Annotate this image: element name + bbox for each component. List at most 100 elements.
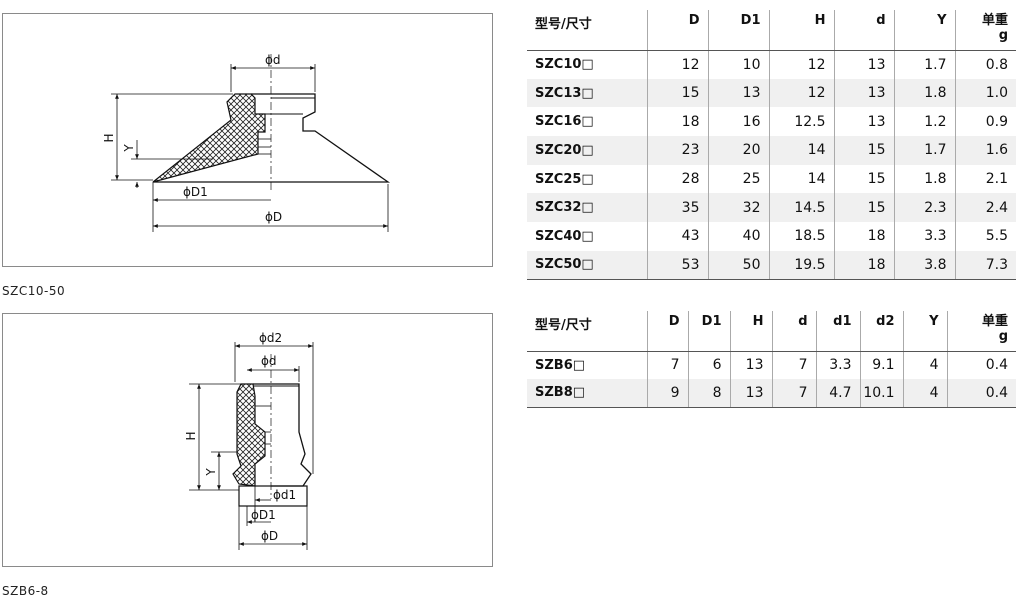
model-cell: SZC16□ (527, 107, 648, 137)
table-cell: 13 (834, 107, 895, 137)
table-cell: 50 (708, 250, 770, 280)
table-cell: 12 (769, 78, 835, 108)
dim-dd-label: ϕD (265, 210, 282, 224)
table-cell: 1.7 (894, 50, 956, 79)
table-cell: 1.7 (894, 136, 956, 165)
col-header-model: 型号/尺寸 (527, 311, 648, 352)
model-cell: SZC10□ (527, 50, 648, 79)
table-cell: 3.8 (894, 250, 956, 280)
col-header-weight-unit: g (998, 329, 1008, 344)
col-header-weight-unit: g (998, 28, 1008, 43)
table-cell: 15 (834, 136, 895, 165)
model-cell: SZC50□ (527, 250, 648, 280)
col-header-Y: Y (903, 311, 948, 352)
table-cell: 14.5 (769, 193, 835, 223)
col-header-H: H (769, 10, 835, 51)
table-cell: 18.5 (769, 222, 835, 251)
table-cell: 8 (688, 379, 731, 408)
model-cell: SZC13□ (527, 78, 648, 108)
table-cell: 12.5 (769, 107, 835, 137)
table-cell: 3.3 (816, 351, 861, 379)
table-cell: 18 (834, 222, 895, 251)
table-cell: 2.4 (985, 199, 1008, 216)
col-header-d2: d2 (860, 311, 904, 352)
dim-d-label-2: ϕd (261, 354, 277, 368)
table-cell: 18 (834, 250, 895, 280)
col-header-weight-label: 单重 (981, 314, 1008, 329)
table-cell: 7 (647, 351, 689, 379)
model-cell: SZC40□ (527, 222, 648, 251)
szc-drawing-panel: ϕd H Y ϕD1 ϕD (2, 13, 493, 267)
table-cell: 5.5 (985, 228, 1008, 245)
table-cell: 9 (647, 379, 689, 408)
table-cell: 7 (772, 379, 817, 408)
table-cell: 4 (903, 379, 948, 408)
table-cell: 19.5 (769, 250, 835, 280)
szc-cup-diagram: ϕd H Y ϕD1 ϕD (102, 53, 391, 232)
table-cell: 3.3 (894, 222, 956, 251)
szb-cup-diagram: ϕd2 ϕd H Y ϕd1 ϕD1 ϕD (184, 331, 314, 550)
table-cell: 32 (708, 193, 770, 223)
szb-caption: SZB6-8 (2, 584, 49, 598)
dim-dd1-label-2: ϕD1 (251, 508, 276, 522)
dim-d2-label: ϕd2 (259, 331, 282, 345)
table-cell: 0.8 (985, 56, 1008, 73)
model-cell: SZB8□ (527, 379, 648, 408)
table-cell: 23 (647, 136, 709, 165)
szb-drawing-panel: ϕd2 ϕd H Y ϕd1 ϕD1 ϕD (2, 313, 493, 567)
model-cell: SZC20□ (527, 136, 648, 165)
col-header-Y: Y (894, 10, 956, 51)
table-cell: 43 (647, 222, 709, 251)
col-header-weight-label: 单重 (981, 13, 1008, 28)
table-cell: 4.7 (816, 379, 861, 408)
table-cell: 12 (647, 50, 709, 79)
col-header-d1: d1 (816, 311, 861, 352)
table-cell: 53 (647, 250, 709, 280)
table-cell: 1.6 (985, 142, 1008, 159)
table-cell: 16 (708, 107, 770, 137)
table-cell: 10 (708, 50, 770, 79)
col-header-H: H (730, 311, 773, 352)
table-cell: 35 (647, 193, 709, 223)
table-cell: 7.3 (955, 250, 1016, 280)
col-header-d: d (772, 311, 817, 352)
table-cell: 1.8 (894, 78, 956, 108)
table-cell: 13 (730, 351, 773, 379)
table-cell: 13 (708, 78, 770, 108)
col-header-d: d (834, 10, 895, 51)
dim-dd-label-2: ϕD (261, 529, 278, 543)
dim-h-label-2: H (184, 431, 198, 440)
table-cell: 7 (772, 351, 817, 379)
table-cell: 12 (769, 50, 835, 79)
model-cell: SZB6□ (527, 351, 648, 379)
table-cell: 13 (730, 379, 773, 408)
table-cell: 28 (647, 164, 709, 194)
table-cell: 1.8 (894, 164, 956, 194)
table-cell: 0.9 (985, 113, 1008, 130)
table-cell: 40 (708, 222, 770, 251)
col-header-D1: D1 (688, 311, 731, 352)
col-header-D1: D1 (708, 10, 770, 51)
table-cell: 15 (834, 193, 895, 223)
dim-y-label-2: Y (204, 468, 218, 477)
col-header-model: 型号/尺寸 (527, 10, 648, 51)
table-cell: 13 (834, 50, 895, 79)
model-cell: SZC32□ (527, 193, 648, 223)
table-cell: 14 (769, 164, 835, 194)
table-cell: 15 (647, 78, 709, 108)
table-cell: 2.1 (985, 171, 1008, 188)
table-cell: 9.1 (860, 351, 904, 379)
col-header-D: D (647, 10, 709, 51)
